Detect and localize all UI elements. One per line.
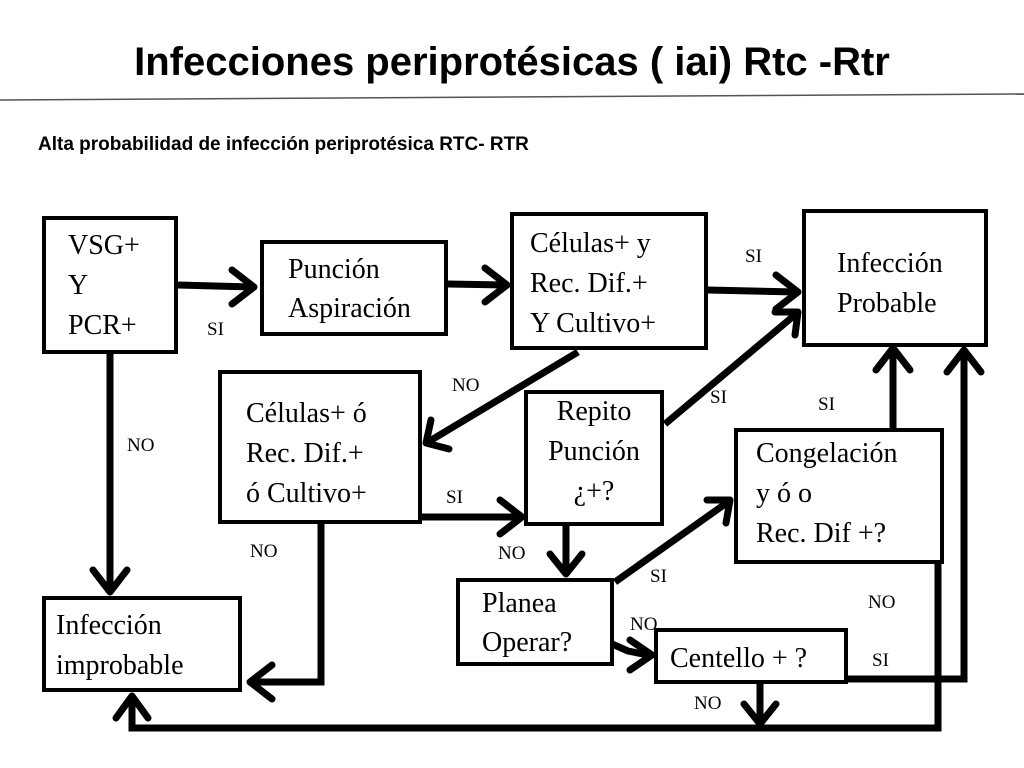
- node-planea-line-1: Planea: [482, 588, 557, 619]
- node-infeccion-probable: Infección Probable: [802, 209, 988, 347]
- connector-celulas-o-to-infeccion-improbable: [246, 524, 325, 703]
- label-planea-si: SI: [650, 566, 667, 587]
- node-celulas-y-line-2: Rec. Dif.+: [530, 268, 648, 299]
- node-vsg-pcr-line-2: Y: [68, 270, 88, 301]
- node-puncion-aspiracion: Punción Aspiración: [260, 240, 448, 336]
- label-planea-no: NO: [630, 614, 657, 635]
- node-celulas-o-line-1: Células+ ó: [246, 398, 367, 429]
- connector-planea-to-congelacion: [612, 496, 734, 585]
- node-celulas-y-line-3: Y Cultivo+: [530, 308, 656, 339]
- node-repito-line-1: Repito: [557, 396, 632, 427]
- node-congelacion-line-3: Rec. Dif +?: [756, 518, 886, 549]
- node-puncion-line-1: Punción: [288, 254, 380, 285]
- node-puncion-line-2: Aspiración: [288, 293, 411, 324]
- label-repito-si: SI: [710, 387, 727, 408]
- node-planea-operar: Planea Operar?: [456, 578, 614, 666]
- label-congelacion-no: NO: [868, 592, 895, 613]
- connector-repito-to-planea: [546, 526, 586, 578]
- connector-puncion-to-celulas-y: [447, 264, 511, 306]
- connector-congelacion-to-infeccion-improbable: [112, 562, 942, 732]
- connector-celulas-o-to-repito: [422, 496, 526, 538]
- connector-vsg-to-puncion: [177, 266, 258, 308]
- connector-planea-to-centello: [610, 636, 656, 674]
- header-divider: [0, 93, 1024, 101]
- node-repito-line-2: Punción: [548, 436, 640, 467]
- label-celulas-o-si: SI: [446, 487, 463, 508]
- label-vsg-no: NO: [127, 435, 154, 456]
- node-centello: Centello + ?: [654, 628, 848, 684]
- label-centello-no: NO: [694, 693, 721, 714]
- node-congelacion: Congelación y ó o Rec. Dif +?: [734, 428, 944, 564]
- node-celulas-o-line-2: Rec. Dif.+: [246, 438, 364, 469]
- node-infeccion-probable-line-2: Probable: [837, 288, 937, 319]
- connector-celulas-y-to-celulas-o: [422, 348, 580, 453]
- page-subtitle: Alta probabilidad de infección periproté…: [38, 134, 529, 155]
- node-celulas-o-line-3: ó Cultivo+: [246, 478, 367, 509]
- node-vsg-pcr-line-1: VSG+: [68, 230, 140, 261]
- label-centello-si: SI: [872, 650, 889, 671]
- connector-congelacion-to-infeccion-probable: [872, 344, 914, 430]
- node-vsg-pcr: VSG+ Y PCR+: [42, 216, 178, 354]
- node-infeccion-improbable: Infección improbable: [42, 596, 242, 692]
- connector-centello-down: [740, 684, 780, 728]
- node-celulas-o: Células+ ó Rec. Dif.+ ó Cultivo+: [218, 370, 422, 524]
- label-vsg-si: SI: [207, 319, 224, 340]
- node-congelacion-line-1: Congelación: [756, 438, 898, 469]
- node-repito-line-3: ¿+?: [574, 476, 615, 507]
- label-celulas-y-no: NO: [452, 375, 479, 396]
- connector-celulas-y-to-infeccion-probable: [707, 271, 802, 313]
- node-infeccion-probable-line-1: Infección: [837, 248, 943, 279]
- node-congelacion-line-2: y ó o: [756, 478, 812, 509]
- node-celulas-y-line-1: Células+ y: [530, 228, 651, 259]
- connector-centello-to-infeccion-probable: [848, 346, 985, 683]
- label-congelacion-si: SI: [818, 394, 835, 415]
- label-celulas-y-si: SI: [745, 246, 762, 267]
- node-repito-puncion: Repito Punción ¿+?: [524, 390, 664, 526]
- label-celulas-o-no: NO: [250, 541, 277, 562]
- node-celulas-y: Células+ y Rec. Dif.+ Y Cultivo+: [510, 212, 708, 350]
- node-infeccion-improbable-line-1: Infección: [56, 610, 162, 641]
- node-centello-line-1: Centello + ?: [670, 643, 807, 674]
- node-infeccion-improbable-line-2: improbable: [56, 650, 184, 681]
- page-title: Infecciones periprotésicas ( iai) Rtc -R…: [134, 40, 890, 84]
- node-vsg-pcr-line-3: PCR+: [68, 310, 137, 341]
- connector-repito-to-infeccion-probable: [662, 308, 802, 427]
- connector-vsg-to-infeccion-improbable: [89, 354, 131, 596]
- label-repito-no: NO: [498, 543, 525, 564]
- node-planea-line-2: Operar?: [482, 627, 572, 658]
